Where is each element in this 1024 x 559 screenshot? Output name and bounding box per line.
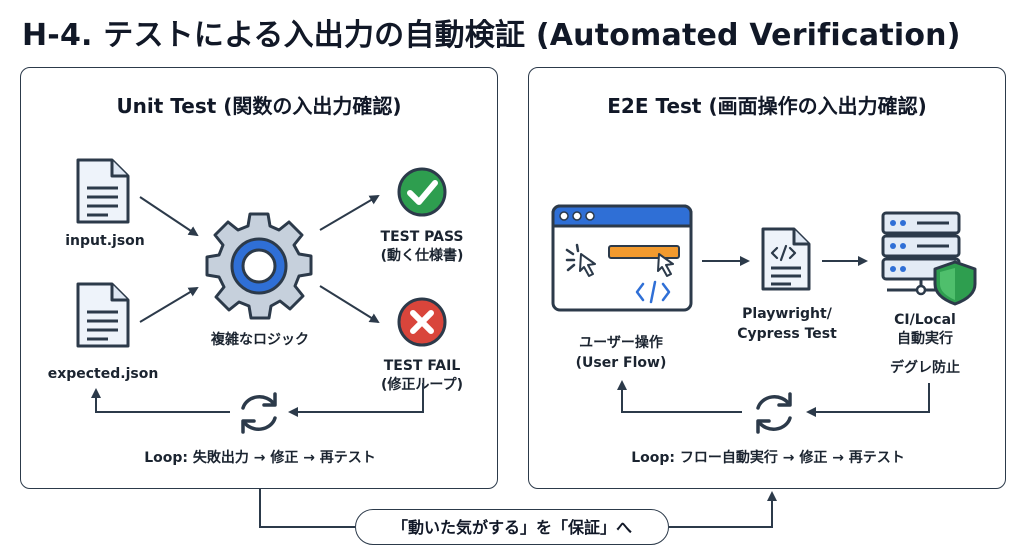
auto-run-label: 自動実行	[897, 331, 953, 347]
regression-prevention-label: デグレ防止	[890, 360, 960, 376]
user-flow-label: (User Flow)	[575, 355, 667, 371]
guarantee-banner: 「動いた気がする」を「保証」へ	[355, 509, 669, 545]
bottom-right-connector	[669, 491, 777, 528]
expected-file-label: expected.json	[47, 366, 159, 382]
test-pass-label: TEST PASS	[380, 229, 464, 245]
expected-file-icon	[76, 282, 130, 348]
gear-icon	[205, 212, 313, 320]
refresh-icon	[756, 392, 792, 434]
server-shield-icon	[881, 211, 977, 306]
unit-test-heading: Unit Test (関数の入出力確認)	[116, 94, 402, 118]
input-file-icon	[76, 158, 130, 224]
ci-local-label: CI/Local	[894, 312, 956, 328]
e2e-loop-label: Loop: フロー自動実行 → 修正 → 再テスト	[631, 450, 905, 466]
logic-label: 複雑なロジック	[211, 332, 309, 348]
tool-sub-label: Cypress Test	[737, 326, 837, 342]
cross-icon	[397, 297, 447, 347]
test-fail-label: TEST FAIL	[383, 358, 461, 374]
user-action-label: ユーザー操作	[579, 335, 663, 351]
bottom-left-connector	[259, 488, 355, 528]
test-fail-sub-label: (修正ループ)	[381, 377, 463, 393]
e2e-test-heading: E2E Test (画面操作の入出力確認)	[607, 94, 927, 118]
input-file-label: input.json	[65, 233, 145, 249]
browser-window-icon	[551, 204, 693, 312]
refresh-icon	[241, 392, 277, 434]
unit-loop-label: Loop: 失敗出力 → 修正 → 再テスト	[144, 450, 376, 466]
code-file-icon	[761, 227, 811, 291]
check-icon	[397, 167, 447, 217]
test-pass-sub-label: (動く仕様書)	[380, 248, 464, 264]
page-title: H-4. テストによる入出力の自動検証 (Automated Verificat…	[22, 18, 961, 53]
tool-label: Playwright/	[742, 306, 832, 322]
